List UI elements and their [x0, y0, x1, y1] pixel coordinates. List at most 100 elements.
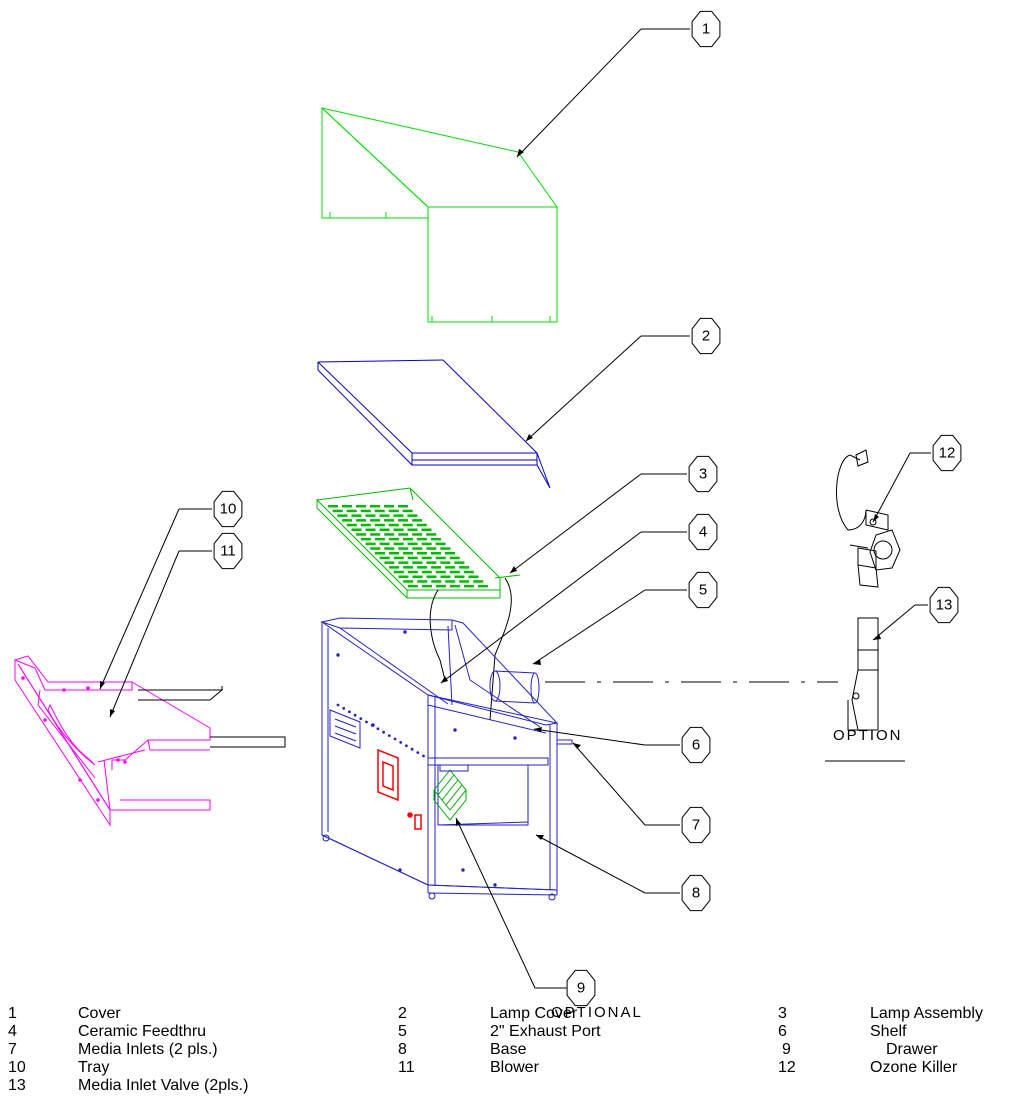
indicator-dot — [365, 720, 368, 724]
lamp-grid-cell — [356, 533, 367, 536]
lamp-grid-cell — [407, 514, 418, 517]
lamp-assembly-part — [315, 487, 521, 599]
indicator-dot — [370, 724, 374, 727]
lamp-grid-cell — [463, 570, 474, 574]
lamp-grid-cell — [421, 570, 432, 574]
legend-text: Cover — [78, 1005, 121, 1022]
lamp-grid-cell — [435, 556, 446, 560]
lamp-grid-cell — [407, 542, 418, 546]
lamp-grid-cell — [440, 547, 451, 550]
lamp-grid-cell — [445, 566, 456, 569]
lamp-grid-cell — [402, 537, 413, 541]
legend-number: 10 — [8, 1059, 26, 1076]
callout-number: 3 — [699, 466, 707, 483]
legend-text: Drawer — [886, 1041, 938, 1058]
lamp-grid-cell — [398, 561, 409, 564]
lamp-grid-cell — [342, 505, 352, 508]
indicator-dot — [342, 707, 346, 710]
lamp-grid-cell — [351, 528, 362, 531]
callout-number: 12 — [939, 445, 956, 462]
legend-number: 13 — [8, 1077, 26, 1094]
lamp-cover-part — [317, 359, 551, 489]
lamp-grid-cell — [398, 505, 408, 508]
callout-octagon — [688, 455, 718, 493]
lamp-grid-cell — [417, 580, 428, 583]
lamp-grid-cell — [431, 566, 442, 569]
lamp-grid-cell — [398, 547, 409, 550]
lamp-grid-cell — [412, 575, 423, 578]
callout-3: 3 — [688, 455, 718, 493]
callout-number: 1 — [702, 21, 710, 38]
legend-number: 3 — [778, 1005, 787, 1022]
lamp-grid-cell — [393, 528, 404, 531]
lamp-grid-cell — [426, 533, 437, 536]
legend-number: 11 — [398, 1059, 415, 1076]
lamp-grid-cell — [426, 575, 437, 578]
callout-12: 12 — [932, 434, 962, 472]
lamp-grid-cell — [328, 505, 338, 508]
lamp-grid-cell — [375, 552, 385, 555]
lamp-grid-cell — [407, 584, 418, 588]
cover-part — [321, 106, 558, 323]
lamp-grid-cell — [384, 533, 395, 536]
lamp-grid-cell — [407, 570, 418, 574]
legend-number: 8 — [398, 1041, 407, 1058]
lamp-grid-cell — [374, 537, 385, 541]
lamp-grid-cell — [346, 523, 357, 527]
lamp-grid-cell — [365, 542, 376, 546]
lamp-grid-cell — [426, 547, 437, 550]
lamp-grid-cell — [393, 556, 404, 560]
callout-number: 2 — [702, 328, 710, 345]
legend-number: 1 — [8, 1005, 17, 1022]
callout-number: 13 — [936, 597, 953, 614]
callout-number: 7 — [692, 817, 700, 834]
callout-octagon — [691, 10, 721, 48]
lamp-grid-cell — [346, 509, 357, 513]
lamp-grid-cell — [374, 523, 385, 527]
lamp-grid-cell — [389, 566, 400, 569]
lamp-grid-cell — [402, 509, 413, 513]
indicator-dot — [405, 744, 408, 748]
lamp-grid-cell — [445, 580, 456, 583]
legend-text: Ceramic Feedthru — [78, 1023, 207, 1040]
legend-text: Media Inlets (2 pls.) — [78, 1041, 218, 1058]
lamp-grid-cell — [449, 584, 460, 588]
lamp-grid-cell — [459, 566, 470, 569]
lamp-grid-cell — [421, 584, 432, 588]
lamp-grid-cell — [370, 547, 381, 550]
media-inlet-valve-part — [433, 764, 469, 821]
callout-octagon — [691, 317, 721, 355]
lamp-grid-cell — [416, 523, 427, 527]
lamp-grid-cell — [445, 552, 455, 555]
legend-number: 12 — [778, 1059, 796, 1076]
blower-part — [836, 449, 901, 588]
callout-octagon — [688, 571, 718, 609]
legend-text: Shelf — [870, 1023, 907, 1040]
lamp-grid-cell — [426, 561, 437, 564]
callout-octagon — [929, 586, 959, 624]
lamp-grid-cell — [365, 514, 376, 517]
lamp-grid-cell — [379, 542, 390, 546]
indicator-dot — [393, 737, 397, 741]
callout-octagon — [566, 969, 596, 1007]
lamp-grid-cell — [365, 528, 376, 531]
ozone-killer-part — [847, 617, 879, 731]
lamp-grid-cell — [360, 523, 371, 527]
callout-octagon — [213, 490, 243, 528]
lamp-grid-cell — [388, 537, 399, 541]
indicator-dot — [353, 713, 357, 717]
lamp-grid-cell — [370, 505, 380, 508]
lamp-grid-cell — [431, 580, 442, 583]
lamp-grid-cell — [379, 556, 390, 560]
lamp-grid-cell — [449, 556, 460, 560]
lamp-grid-cell — [388, 523, 399, 527]
callout-number: 11 — [220, 543, 236, 560]
callout-number: 8 — [692, 885, 700, 902]
lamp-grid-cell — [403, 566, 414, 569]
exhaust-port-part — [489, 670, 540, 704]
callout-13: 13 — [929, 586, 959, 624]
lamp-grid-cell — [384, 505, 394, 508]
optional-label: OPTIONAL — [551, 1004, 643, 1021]
lamp-grid-cell — [412, 519, 423, 522]
lamp-grid-cell — [342, 519, 353, 522]
